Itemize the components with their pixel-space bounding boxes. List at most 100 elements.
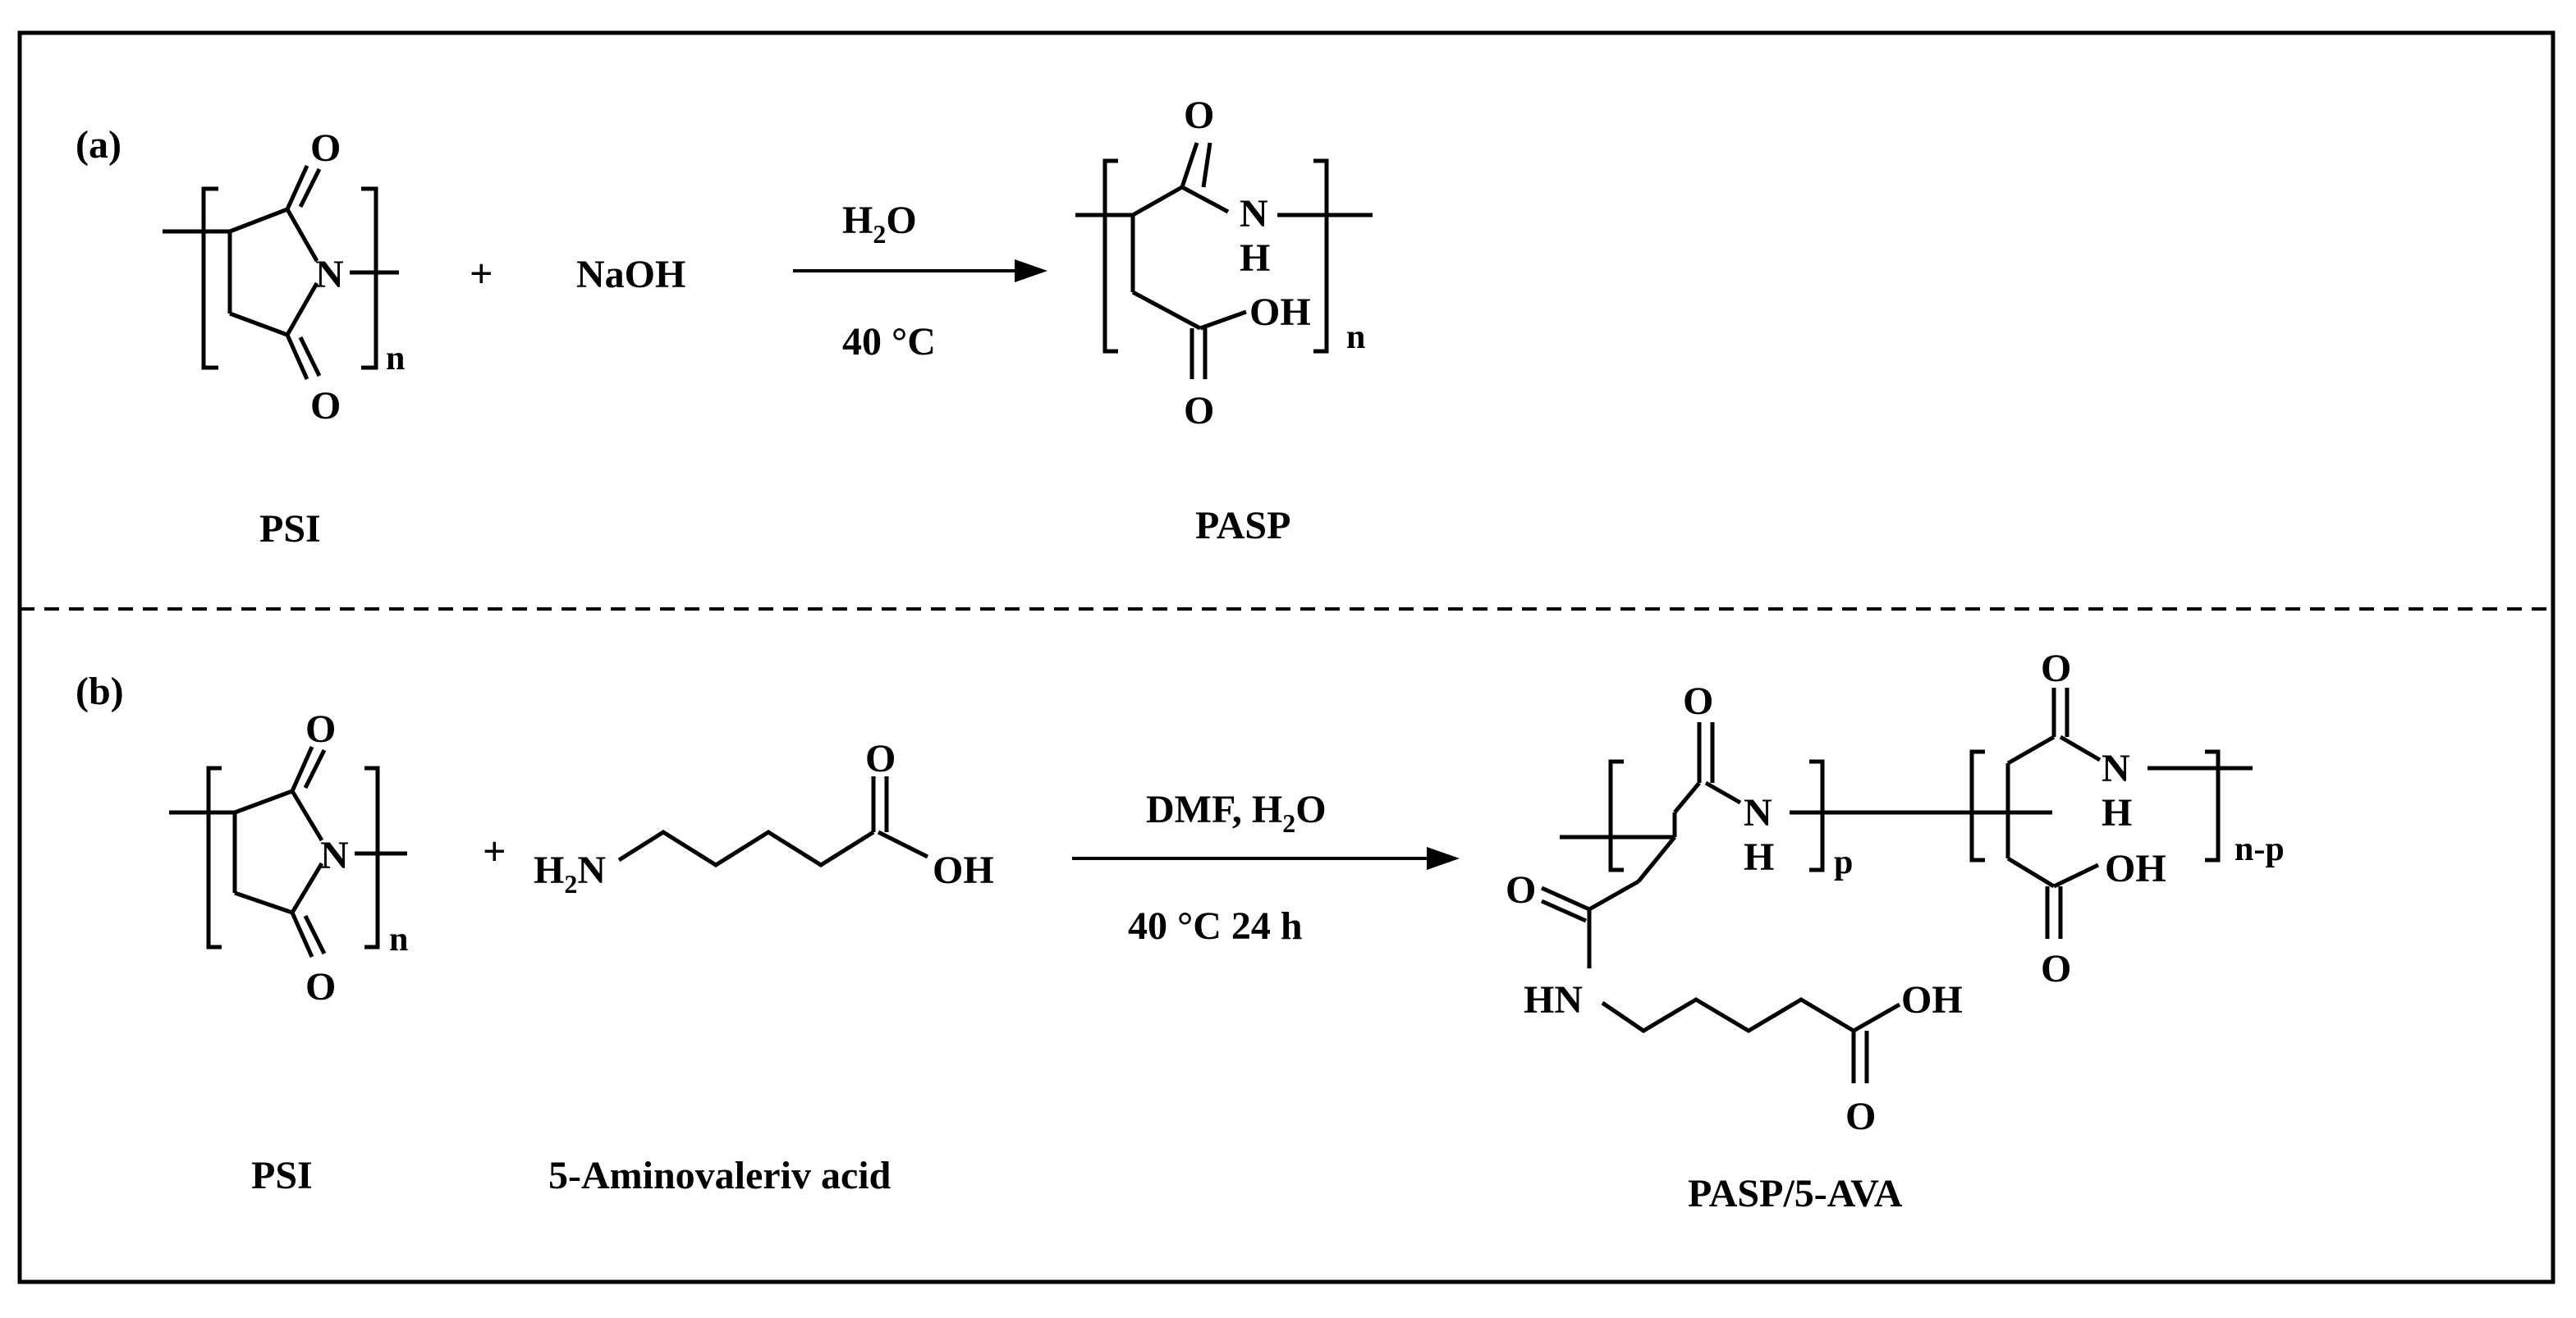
atom-n: N	[2102, 747, 2130, 790]
atom-o: O	[1184, 389, 1214, 432]
bond	[1637, 835, 1676, 883]
bracket-left	[206, 766, 222, 950]
atom-o: O	[2041, 647, 2071, 690]
bond	[1180, 142, 1199, 188]
bond	[2006, 735, 2056, 766]
bond	[1201, 142, 1212, 188]
aminovaleric-acid-label: 5-Aminovaleriv acid	[548, 1154, 892, 1197]
panel-b: (b) O N O n PSI + H2N	[76, 647, 2285, 1215]
bracket-right	[361, 186, 378, 370]
bond	[234, 789, 293, 815]
atom-o: O	[310, 384, 341, 428]
naoh-label: NaOH	[576, 253, 685, 296]
bond	[1852, 1002, 1901, 1033]
bracket-left	[1608, 759, 1624, 872]
arrow-head	[1427, 847, 1460, 870]
panel-b-label: (b)	[76, 670, 124, 713]
bond	[1588, 879, 1640, 912]
bond	[1131, 185, 1184, 217]
atom-o: O	[305, 707, 336, 751]
arrow-head	[1015, 259, 1047, 282]
plus-sign: +	[483, 828, 506, 874]
arrow-condition-temperature: 40 °C	[842, 320, 936, 364]
bracket-right	[364, 766, 380, 950]
bond	[285, 208, 319, 263]
bracket-right	[1809, 759, 1825, 872]
panel-b-psi-structure: O N O n	[169, 707, 408, 1009]
arrow-condition-temperature-time: 40 °C 24 h	[1128, 904, 1303, 948]
pasp-5ava-label: PASP/5-AVA	[1688, 1172, 1903, 1215]
atom-h: H	[1240, 236, 1270, 280]
hydroxyl-label: OH	[933, 849, 994, 892]
aminovaleric-acid-structure: H2N O OH	[534, 737, 994, 899]
atom-n: N	[1240, 192, 1268, 236]
bracket-left	[1969, 749, 1985, 863]
reaction-arrow	[793, 259, 1047, 282]
bond	[290, 911, 314, 959]
repeat-subscript: n	[1346, 318, 1365, 356]
hydroxyl-label: OH	[2105, 847, 2166, 890]
atom-o: O	[305, 965, 336, 1009]
bond	[1199, 309, 1247, 331]
bond	[1673, 781, 1701, 814]
atom-o: O	[1506, 868, 1536, 912]
atom-o: O	[310, 126, 341, 170]
atom-h: H	[1744, 835, 1774, 879]
bond	[1540, 899, 1588, 923]
bond	[877, 830, 929, 859]
arrow-condition-solvent: DMF, H2O	[1146, 788, 1327, 838]
repeat-subscript: p	[1834, 844, 1853, 881]
atom-o: O	[1683, 680, 1713, 723]
bond	[290, 862, 324, 914]
bond	[1180, 185, 1230, 214]
alkyl-chain	[1601, 997, 1855, 1033]
bracket-right	[1313, 158, 1329, 354]
hydroxyl-label: OH	[1249, 291, 1311, 334]
bond	[234, 890, 293, 915]
bond	[285, 164, 309, 211]
arrow-condition-solvent: H2O	[842, 199, 917, 249]
bond	[2052, 863, 2100, 889]
psi-label: PSI	[259, 507, 321, 551]
bond	[303, 914, 327, 955]
repeat-subscript: n	[386, 340, 405, 378]
panel-a-label: (a)	[76, 123, 121, 167]
bond	[1704, 780, 1742, 805]
plus-sign: +	[470, 250, 493, 296]
bond	[2006, 856, 2056, 889]
panel-a-psi-structure: O N O n	[163, 126, 405, 428]
bond	[229, 207, 288, 234]
bond	[1540, 886, 1591, 912]
pasp-label: PASP	[1195, 504, 1290, 547]
hydroxyl-label: OH	[1901, 978, 1963, 1022]
atom-o: O	[2041, 947, 2071, 991]
bond	[285, 281, 319, 336]
bond	[290, 789, 324, 842]
atom-n: N	[1744, 791, 1772, 835]
atom-o: O	[865, 737, 896, 780]
repeat-subscript: n	[389, 921, 408, 959]
bond	[1131, 290, 1202, 331]
bond	[290, 745, 314, 793]
panel-a: (a) O N O n PSI + NaOH	[76, 94, 1373, 551]
bond	[229, 311, 288, 337]
atom-n: N	[315, 253, 344, 296]
reaction-arrow	[1072, 847, 1460, 870]
bond	[303, 748, 327, 789]
bond	[298, 167, 322, 208]
repeat-subscript: n-p	[2235, 831, 2285, 868]
bracket-left	[1102, 158, 1118, 354]
atom-h: H	[2102, 791, 2132, 835]
bond	[298, 336, 322, 378]
bond	[285, 333, 309, 381]
pasp-5ava-structure: O N H p O HN OH O	[1506, 647, 2285, 1138]
bracket-left	[201, 186, 218, 370]
atom-n: N	[320, 834, 349, 877]
amine-label: H2N	[534, 849, 606, 899]
atom-o: O	[1184, 94, 1214, 137]
bond	[2059, 735, 2102, 762]
alkyl-chain	[617, 830, 875, 867]
panel-a-pasp-structure: O N H OH O n	[1075, 94, 1373, 432]
